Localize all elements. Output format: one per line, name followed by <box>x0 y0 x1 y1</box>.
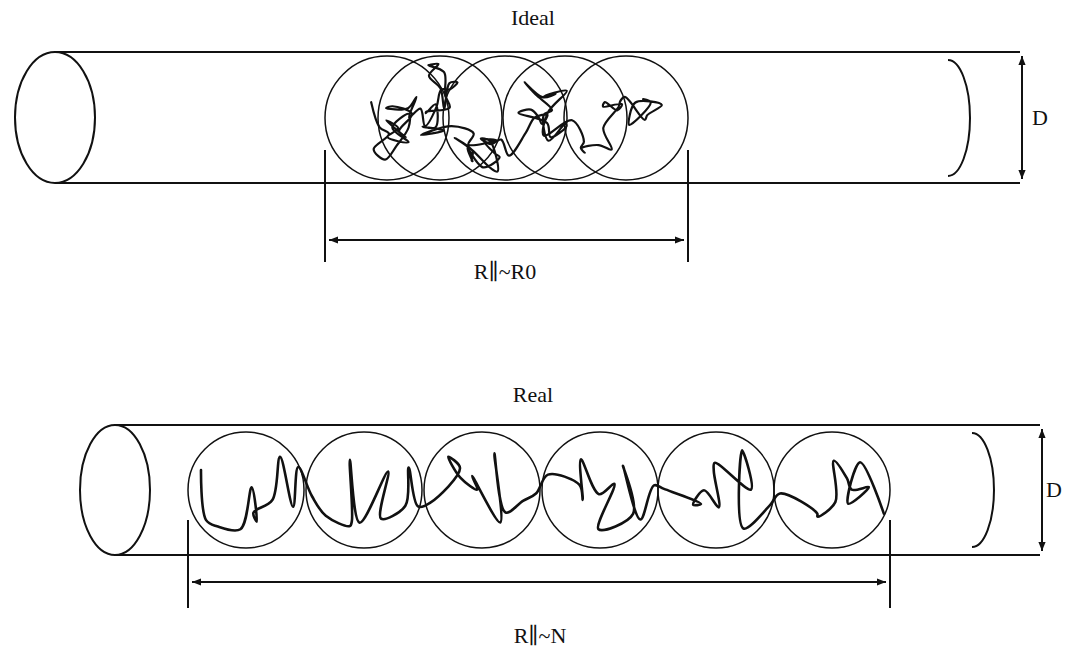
real-tube <box>80 425 1040 555</box>
ideal-chain <box>371 64 662 172</box>
dimension-label: D <box>1032 106 1048 130</box>
panel-title: Real <box>513 383 553 407</box>
dimension-label: R∥~N <box>511 624 570 648</box>
real-blobs <box>188 432 890 548</box>
ideal-tube <box>15 52 1020 183</box>
dimension-label: D <box>1046 478 1062 502</box>
panel-title: Ideal <box>511 6 555 30</box>
diameter-arrow <box>1041 429 1043 551</box>
diameter-arrow <box>1021 56 1023 179</box>
dimension-label: R∥~R0 <box>471 260 539 284</box>
real-chain <box>201 450 884 530</box>
ideal-blobs <box>325 56 688 180</box>
ideal-length-dimension <box>325 150 688 262</box>
real-length-dimension <box>188 520 890 608</box>
